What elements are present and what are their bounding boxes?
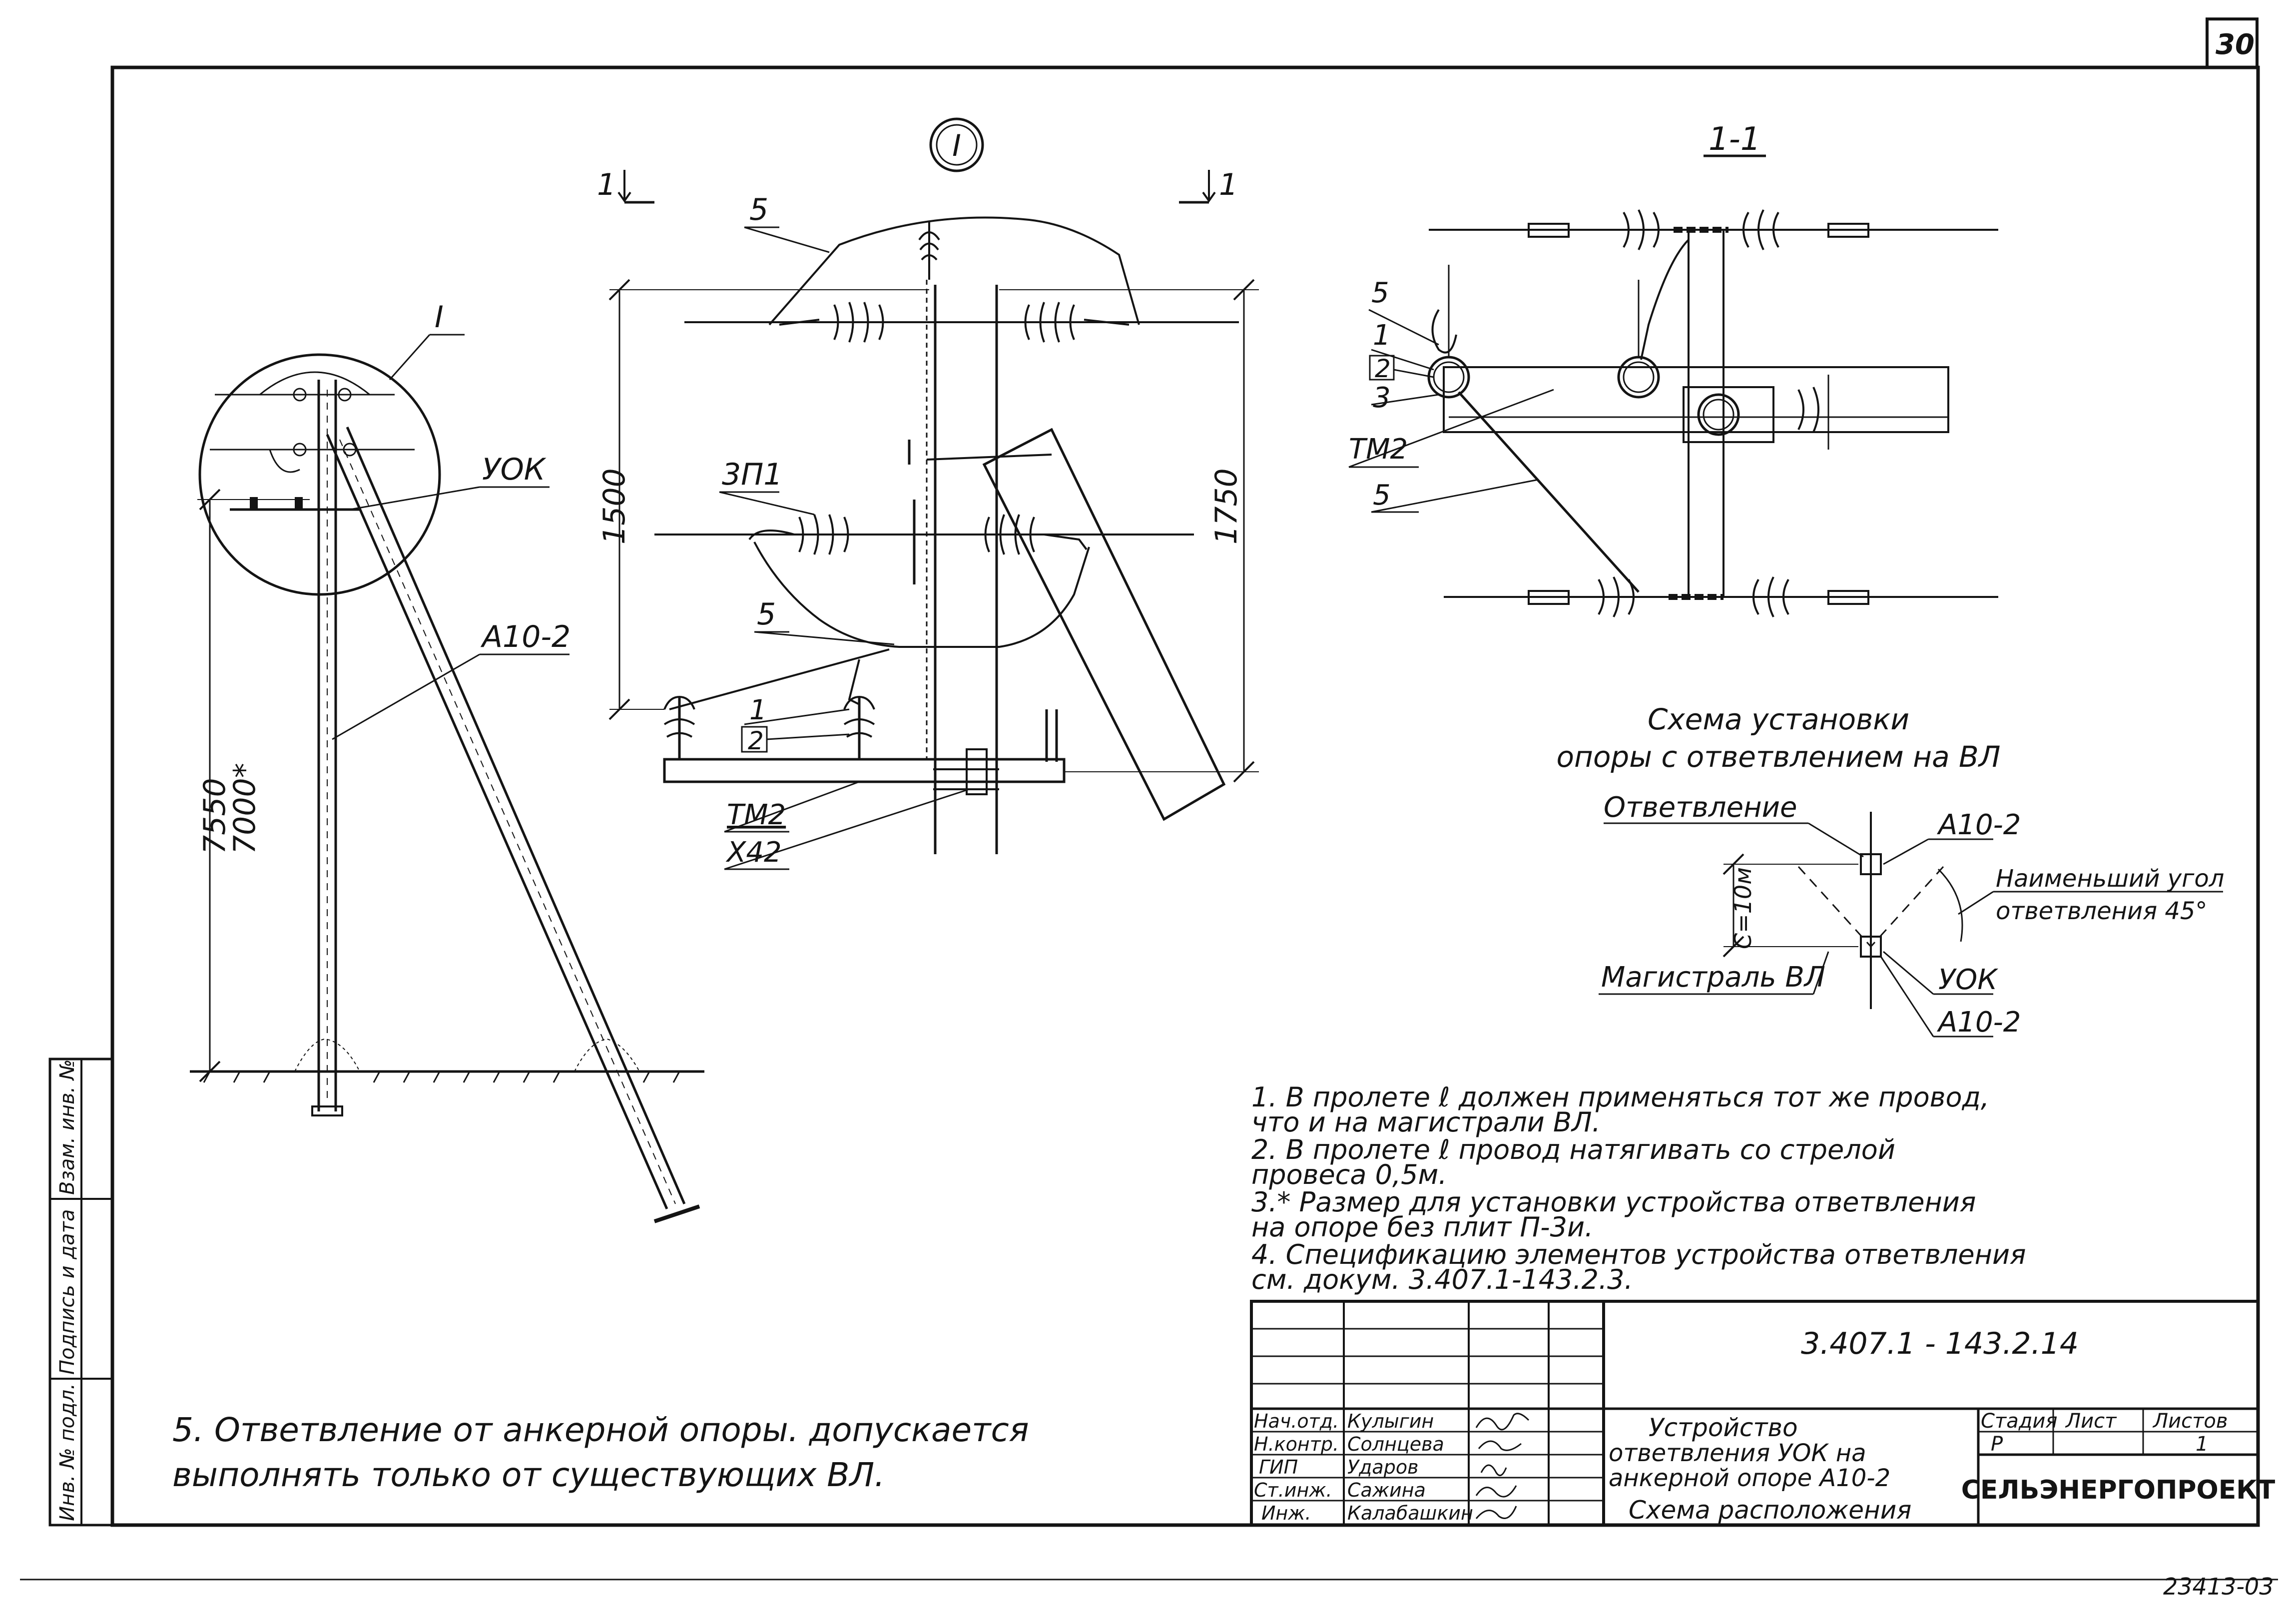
scheme-support-bottom: А10-2 — [1937, 1006, 2021, 1039]
overview-pole-drawing: I 7550 7000* — [190, 300, 704, 1223]
sheet-title: Схема расположения — [1629, 1496, 1911, 1525]
signature-2 — [1478, 1440, 1522, 1451]
stage-header: Стадия — [1981, 1410, 2057, 1433]
note5-line-2: выполнять только от существующих ВЛ. — [172, 1456, 885, 1494]
dim-height-7550: 7550 — [197, 778, 232, 854]
note-line-7: 4. Спецификацию элементов устройства отв… — [1251, 1239, 2026, 1270]
overview-label-uok: УОК — [482, 452, 547, 487]
sheet-number: 30 — [2216, 28, 2255, 61]
detail-label-5-mid: 5 — [757, 597, 776, 632]
scheme-title-line1: Схема установки — [1648, 702, 1909, 736]
note-5: 5. Ответвление от анкерной опоры. допуск… — [172, 1411, 1029, 1494]
dim-1500: 1500 — [597, 468, 632, 544]
name-1: Кулыгин — [1347, 1410, 1434, 1432]
detail-i-drawing: I 1 1 — [597, 117, 1259, 870]
detail-label-5-top: 5 — [749, 192, 768, 227]
note-line-4: провеса 0,5м. — [1251, 1159, 1447, 1190]
organization: СЕЛЬЭНЕРГОПРОЕКТ — [1961, 1475, 2276, 1505]
section-label-5b: 5 — [1373, 479, 1391, 512]
name-5: Калабашкин — [1347, 1502, 1473, 1524]
role-2: Н.контр. — [1254, 1433, 1339, 1455]
detail-label-1: 1 — [749, 694, 767, 726]
scheme-dim-c: С=10м — [1729, 867, 1756, 949]
scheme-main-line: Магистраль ВЛ — [1601, 961, 1825, 994]
section-label-tm2: ТМ2 — [1349, 433, 1408, 466]
side-stamp: Инв. № подл. Подпись и дата Взам. инв. № — [48, 1058, 114, 1527]
title-line-2: ответвления УОК на — [1609, 1439, 1866, 1467]
section-label-3: 3 — [1373, 382, 1391, 414]
dim-1750: 1750 — [1209, 468, 1244, 544]
signature-1 — [1475, 1413, 1530, 1431]
archive-number: 23413-03 — [2163, 1573, 2274, 1600]
detail-label-x42: Х42 — [725, 836, 782, 869]
stage-value: Р — [1991, 1433, 2003, 1456]
scheme-title-line2: опоры с ответвлением на ВЛ — [1557, 740, 2001, 774]
section-label-5a: 5 — [1371, 277, 1389, 309]
dim-height-7000: 7000* — [227, 763, 262, 854]
role-1: Нач.отд. — [1254, 1410, 1339, 1432]
stamp-replacement-inv: Взам. инв. № — [56, 1059, 79, 1195]
section-label-2: 2 — [1375, 354, 1391, 383]
note5-line-1: 5. Ответвление от анкерной опоры. допуск… — [172, 1411, 1029, 1449]
overview-callout-label: I — [435, 300, 444, 335]
sheet-header: Лист — [2065, 1410, 2117, 1433]
note-line-3: 2. В пролете ℓ провод натягивать со стре… — [1251, 1134, 1895, 1165]
section-cut-right-number: 1 — [1219, 167, 1238, 202]
detail-marker: I — [952, 128, 961, 163]
section-label-1: 1 — [1373, 319, 1391, 352]
role-4: Ст.инж. — [1254, 1479, 1332, 1501]
scheme-min-angle-1: Наименьший угол — [1996, 865, 2224, 893]
stamp-signature-date: Подпись и дата — [56, 1209, 79, 1375]
signature-3 — [1480, 1464, 1507, 1477]
note-line-2: что и на магистрали ВЛ. — [1251, 1106, 1601, 1138]
role-5: Инж. — [1261, 1502, 1311, 1524]
detail-label-3p1: 3П1 — [722, 457, 782, 492]
scheme-uok: УОК — [1938, 964, 1998, 996]
note-line-1: 1. В пролете ℓ должен применяться тот же… — [1251, 1081, 1989, 1113]
stamp-inv-podl: Инв. № подл. — [56, 1383, 79, 1521]
scheme-min-angle-2: ответвления 45° — [1996, 897, 2207, 925]
name-2: Солнцева — [1347, 1433, 1444, 1455]
overview-label-support: А10-2 — [480, 619, 571, 654]
signature-5 — [1475, 1506, 1517, 1519]
note-line-5: 3.* Размер для установки устройства отве… — [1251, 1186, 1976, 1218]
sheets-header: Листов — [2152, 1410, 2228, 1433]
detail-label-tm2: ТМ2 — [727, 799, 786, 831]
sheet-frame: 30 23413-03 — [20, 17, 2278, 1600]
installation-scheme: Схема установки опоры с ответвлением на … — [1557, 702, 2225, 1039]
scheme-branch-label: Ответвление — [1604, 791, 1797, 824]
section-1-1-drawing: 1-1 5 — [1348, 121, 1998, 617]
detail-label-2: 2 — [748, 726, 764, 755]
notes: 1. В пролете ℓ должен применяться тот же… — [1251, 1081, 2026, 1295]
document-code: 3.407.1 - 143.2.14 — [1801, 1326, 2079, 1361]
scheme-support-top: А10-2 — [1937, 809, 2021, 841]
section-view-title: 1-1 — [1709, 121, 1761, 158]
note-line-6: на опоре без плит П-3и. — [1251, 1211, 1593, 1243]
sheets-value: 1 — [2196, 1433, 2208, 1456]
name-3: Ударов — [1347, 1456, 1418, 1478]
signature-4 — [1475, 1485, 1517, 1498]
title-line-3: анкерной опоре А10-2 — [1609, 1464, 1890, 1492]
section-cut-left-number: 1 — [597, 167, 616, 202]
note-line-8: см. докум. 3.407.1-143.2.3. — [1251, 1264, 1633, 1295]
role-3: ГИП — [1259, 1456, 1298, 1478]
name-4: Сажина — [1347, 1479, 1426, 1501]
title-block: 3.407.1 - 143.2.14 Нач.отд. Н.контр. ГИП… — [1250, 1300, 2276, 1527]
title-line-1: Устройство — [1649, 1413, 1798, 1442]
